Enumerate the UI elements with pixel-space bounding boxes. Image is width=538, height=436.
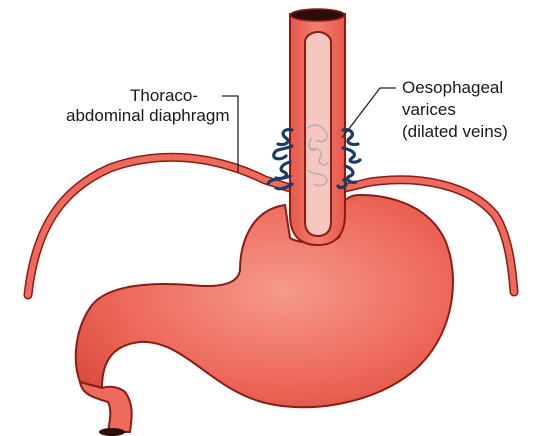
- diaphragm-label-line1: Thoraco-: [130, 86, 198, 106]
- varices-label-line2: varices: [402, 100, 456, 120]
- diaphragm-label-line2: abdominal diaphragm: [66, 106, 230, 126]
- duodenum: [80, 382, 132, 432]
- varices-label-line3: (dilated veins): [402, 122, 508, 142]
- stomach: [76, 195, 453, 407]
- duodenum-opening: [99, 428, 125, 436]
- oesophagus-opening: [291, 9, 345, 21]
- varices-label-line1: Oesophageal: [402, 78, 503, 98]
